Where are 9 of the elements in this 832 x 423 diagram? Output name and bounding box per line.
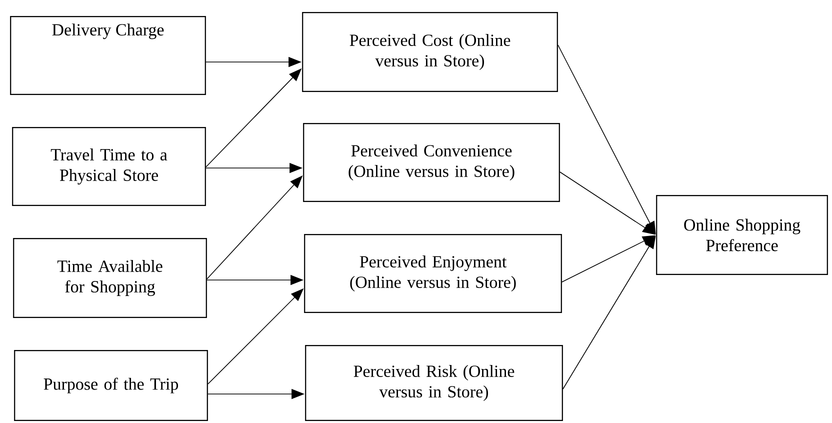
factor-box: Time Available for Shopping <box>13 238 207 318</box>
perception-box: Perceived Risk (Online versus in Store) <box>305 345 563 421</box>
outcome-box: Online Shopping Preference <box>656 195 828 275</box>
factor-box: Purpose of the Trip <box>14 350 208 421</box>
perception-box: Perceived Convenience (Online versus in Store) <box>303 123 560 202</box>
factor-box: Delivery Charge <box>10 16 206 95</box>
perception-box: Perceived Enjoyment (Online versus in Store) <box>304 234 562 313</box>
factor-box: Travel Time to a Physical Store <box>12 127 206 206</box>
perception-box: Perceived Cost (Online versus in Store) <box>302 12 558 92</box>
